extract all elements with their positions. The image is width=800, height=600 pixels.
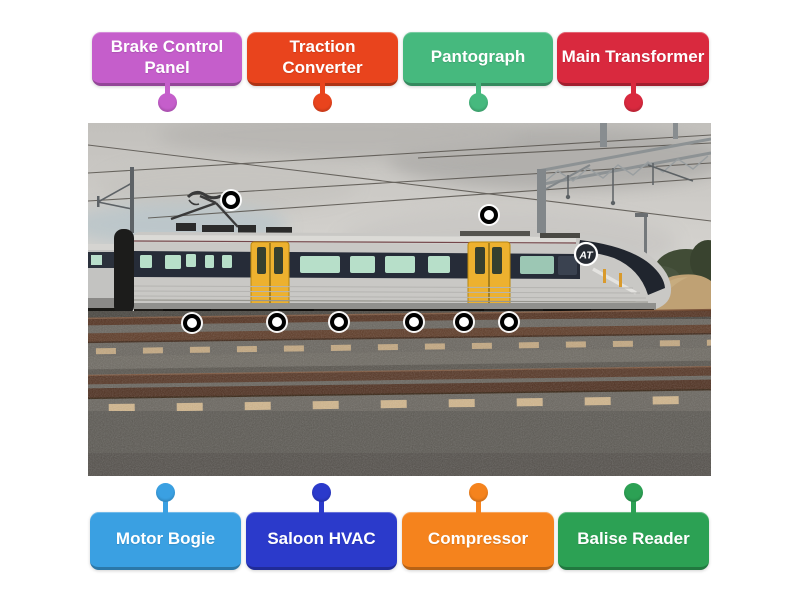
train-door <box>467 241 511 310</box>
drop-point-marker[interactable] <box>455 313 473 331</box>
drop-point-marker[interactable] <box>405 313 423 331</box>
drop-point-marker[interactable] <box>330 313 348 331</box>
pin-stem <box>475 82 481 97</box>
diagram-image: AT <box>88 123 711 476</box>
label-tile-traction-converter[interactable]: Traction Converter <box>247 32 398 113</box>
pin-stem <box>475 498 481 513</box>
drop-point-marker[interactable] <box>500 313 518 331</box>
at-logo: AT <box>573 241 599 267</box>
label-text: Balise Reader <box>577 529 690 549</box>
pin-dot <box>623 93 643 113</box>
label-text: Main Transformer <box>561 47 705 67</box>
train: AT <box>88 229 672 320</box>
label-tile-compressor[interactable]: Compressor <box>402 482 554 570</box>
label-text: Pantograph <box>430 47 526 67</box>
label-tile-main-transformer[interactable]: Main Transformer <box>557 32 709 113</box>
pin-stem <box>630 82 636 97</box>
train-door <box>250 241 290 310</box>
drop-point-marker[interactable] <box>268 313 286 331</box>
label-text: Traction Converter <box>282 37 363 77</box>
pin-dot <box>468 482 488 502</box>
label-text: Saloon HVAC <box>267 529 376 549</box>
pin-stem <box>319 498 324 513</box>
pin-dot <box>312 482 331 502</box>
drop-point-marker[interactable] <box>183 314 201 332</box>
catenary-gantry <box>537 123 711 233</box>
pin-dot <box>468 93 488 113</box>
pin-stem <box>631 498 636 513</box>
pin-stem <box>320 82 325 97</box>
pin-dot <box>156 482 175 502</box>
pin-stem <box>163 498 168 513</box>
label-text: Brake Control Panel <box>110 37 224 77</box>
label-text: Motor Bogie <box>115 529 216 549</box>
label-tile-brake-control-panel[interactable]: Brake Control Panel <box>92 32 242 113</box>
label-tile-balise-reader[interactable]: Balise Reader <box>558 482 709 570</box>
pin-dot <box>157 93 177 113</box>
pin-dot <box>313 93 332 113</box>
catenary-mast <box>97 167 134 233</box>
track-area <box>88 308 711 476</box>
label-tile-pantograph[interactable]: Pantograph <box>403 32 553 113</box>
drop-point-marker[interactable] <box>222 191 240 209</box>
pin-dot <box>624 482 643 502</box>
label-tile-saloon-hvac[interactable]: Saloon HVAC <box>246 482 397 570</box>
at-logo-text: AT <box>578 250 594 262</box>
pantograph-apparatus <box>170 190 239 228</box>
label-text: Compressor <box>427 529 529 549</box>
label-tile-motor-bogie[interactable]: Motor Bogie <box>90 482 241 570</box>
train-photo-illustration: AT <box>88 123 711 476</box>
pin-stem <box>164 82 170 97</box>
drop-point-marker[interactable] <box>480 206 498 224</box>
